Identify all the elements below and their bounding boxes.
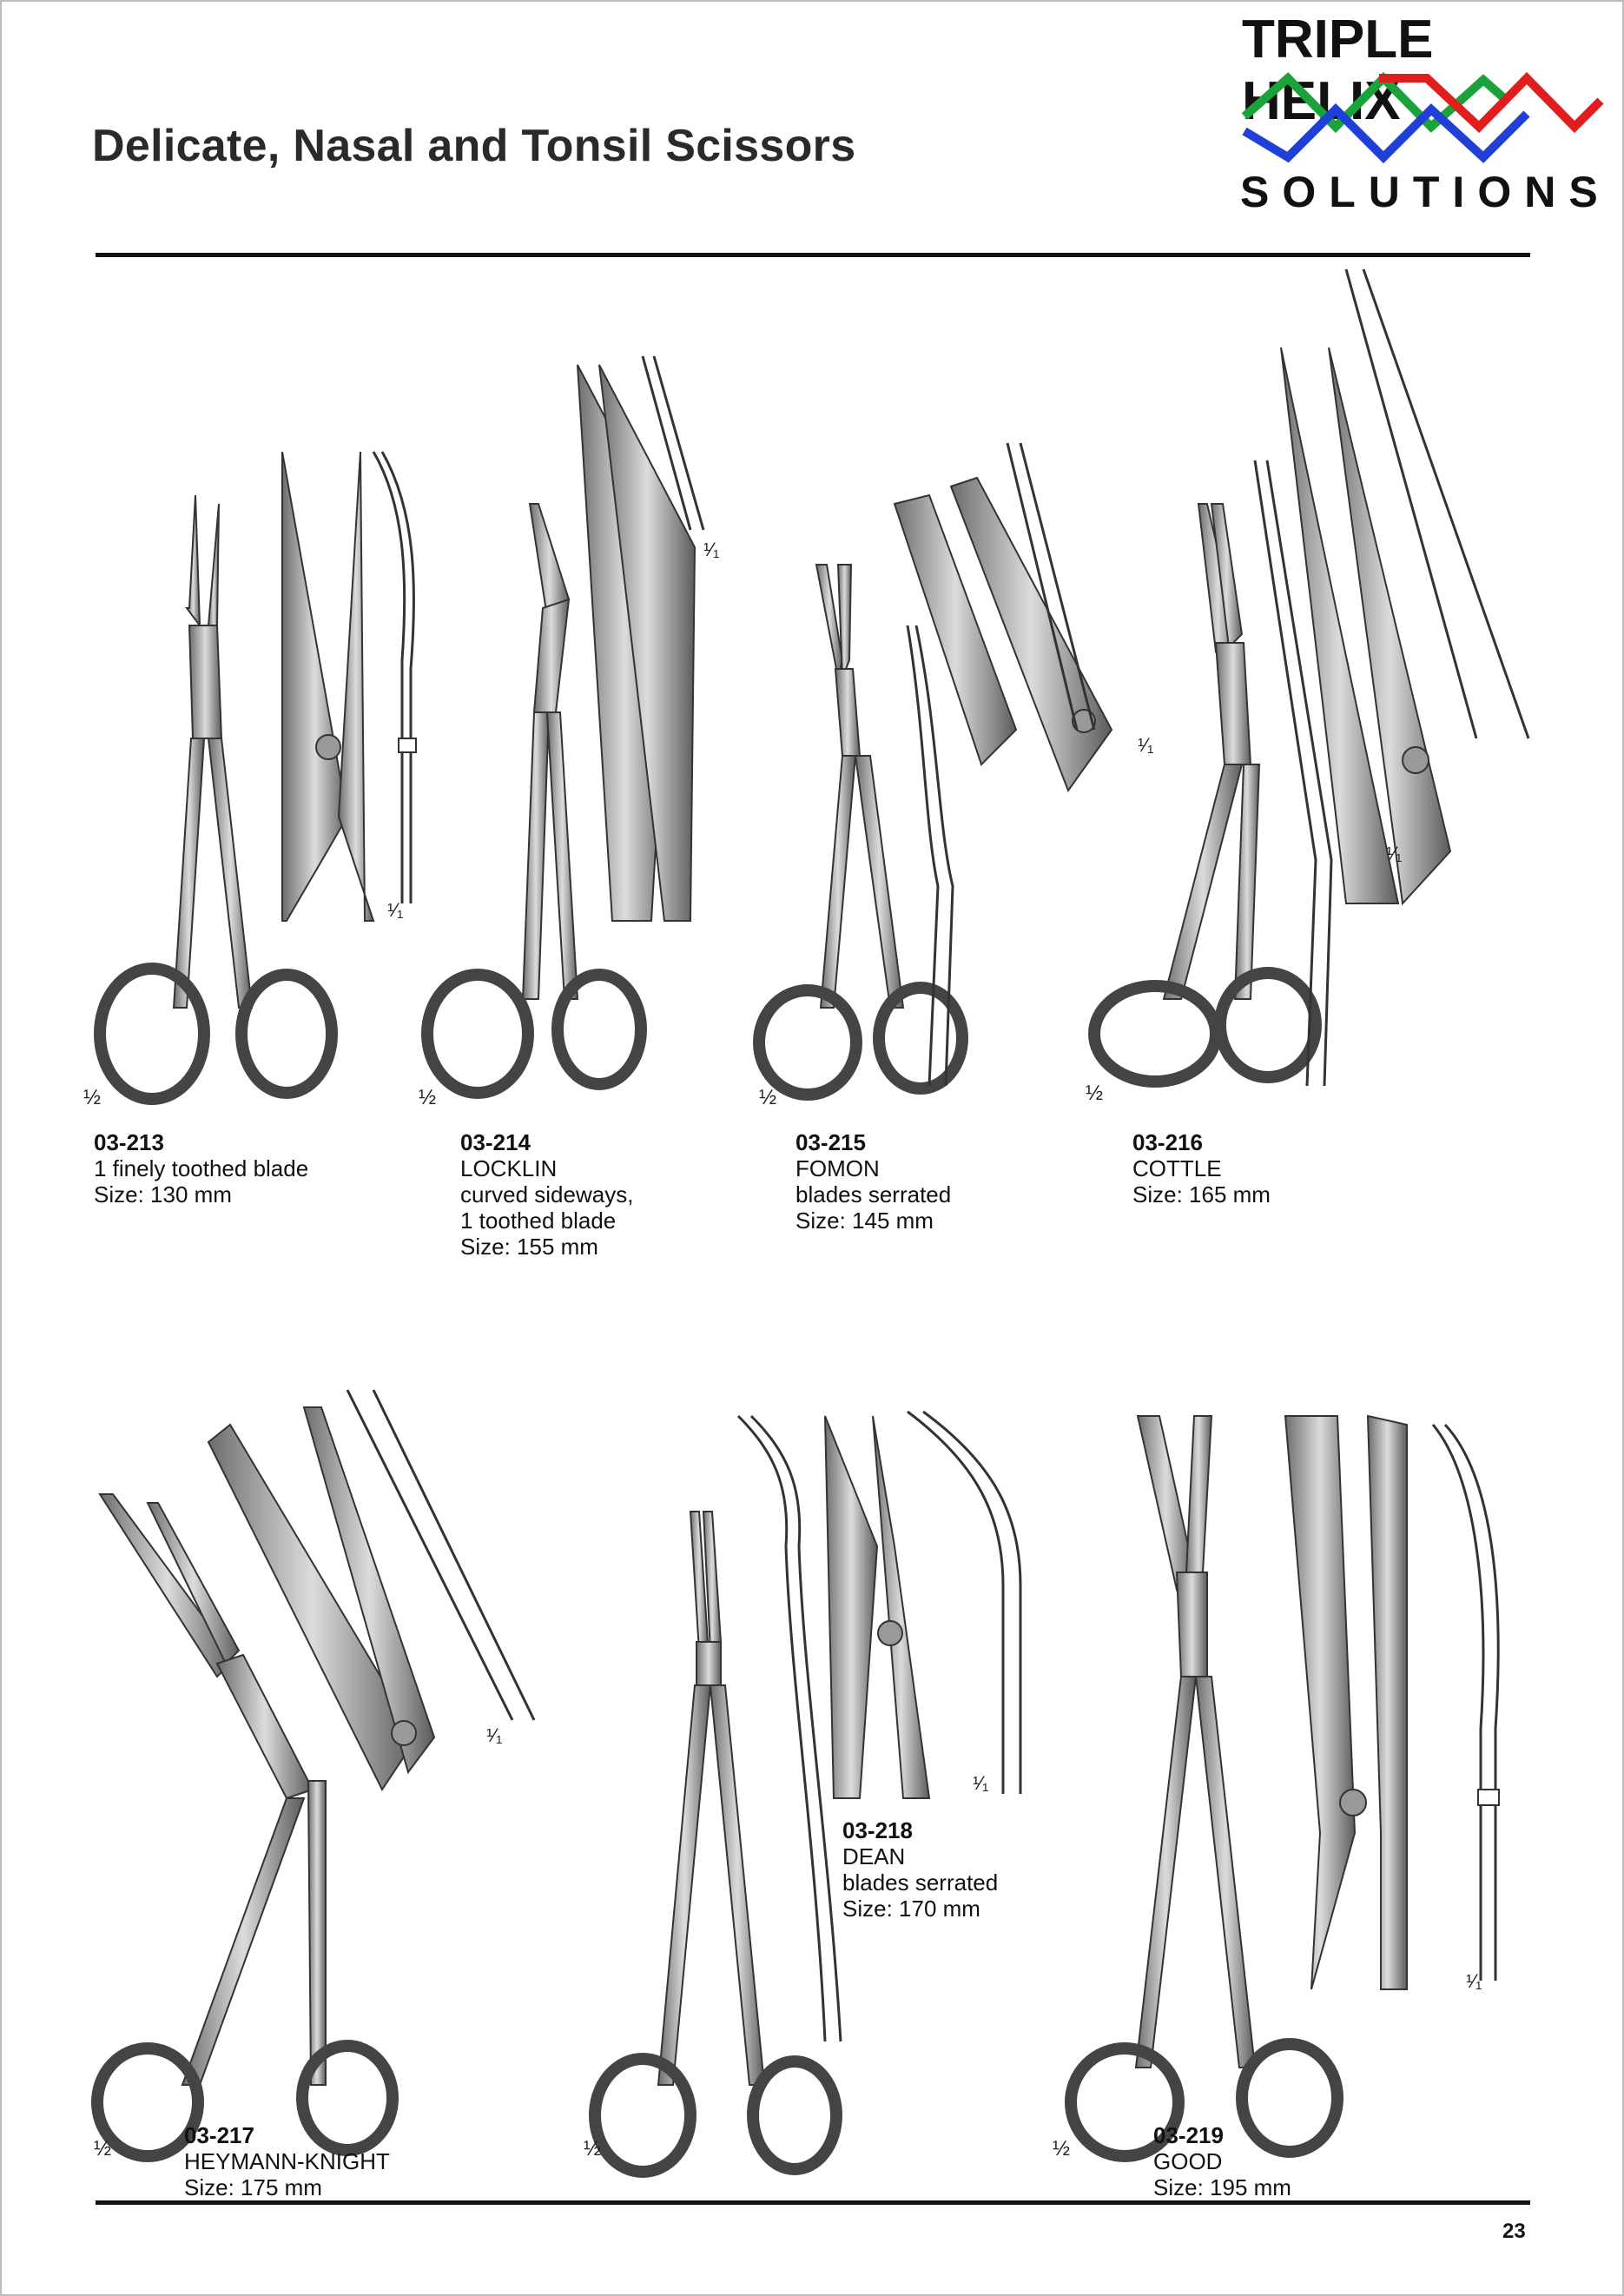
logo-line2: SOLUTIONS	[1240, 168, 1611, 216]
header-rule	[96, 253, 1530, 257]
scissors-03-213-illustration	[94, 494, 338, 1105]
scissors-03-216-detail	[1280, 347, 1452, 906]
detail-scale-label: ¹⁄₁	[973, 1772, 989, 1794]
product-name: LOCKLIN	[460, 1155, 558, 1181]
product-size: Size: 155 mm	[460, 1234, 598, 1260]
product-caption-03-215: 03-215 FOMON blades serrated Size: 145 m…	[795, 1129, 951, 1234]
footer-rule	[96, 2200, 1530, 2205]
product-caption-03-214: 03-214 LOCKLIN curved sideways, 1 toothe…	[460, 1129, 633, 1260]
detail-scale-label: ¹⁄₁	[486, 1724, 503, 1746]
scissors-03-216-profile	[1253, 460, 1333, 1087]
scissors-03-217-illustration	[91, 1493, 399, 2162]
product-caption-03-217: 03-217 HEYMANN-KNIGHT Size: 175 mm	[184, 2122, 390, 2200]
page-number: 23	[1502, 2220, 1526, 2243]
product-caption-03-218: 03-218 DEAN blades serrated Size: 170 mm	[842, 1817, 998, 1922]
scale-label: ½	[584, 2137, 602, 2160]
scissors-03-218-profile-detail	[907, 1410, 1022, 1794]
product-code: 03-216	[1132, 1129, 1203, 1155]
detail-scale-label: ¹⁄₁	[1386, 843, 1403, 864]
product-size: Size: 170 mm	[842, 1896, 980, 1922]
scissors-03-215-profile-detail	[1006, 442, 1096, 731]
product-size: Size: 130 mm	[94, 1181, 232, 1208]
scissors-03-219-illustration	[1065, 1415, 1343, 2162]
product-name: FOMON	[795, 1155, 880, 1181]
scissors-03-217-detail	[207, 1406, 436, 1791]
product-name: GOOD	[1153, 2148, 1223, 2174]
product-code: 03-218	[842, 1817, 913, 1843]
scissors-03-217-profile	[346, 1389, 536, 1721]
product-description: 1 finely toothed blade	[94, 1155, 309, 1181]
product-name: HEYMANN-KNIGHT	[184, 2148, 390, 2174]
scissors-03-216-illustration	[1088, 503, 1322, 1088]
product-code: 03-219	[1153, 2122, 1224, 2148]
product-code: 03-217	[184, 2122, 254, 2148]
product-size: Size: 145 mm	[795, 1208, 934, 1234]
product-size: Size: 195 mm	[1153, 2174, 1291, 2200]
product-name: COTTLE	[1132, 1155, 1222, 1181]
scale-label: ½	[83, 1086, 102, 1109]
product-caption-03-216: 03-216 COTTLE Size: 165 mm	[1132, 1129, 1271, 1208]
scissors-03-214-profile	[641, 355, 705, 531]
scale-label: ½	[759, 1086, 777, 1109]
scissors-03-214-detail	[577, 364, 696, 922]
scale-label: ½	[1053, 2137, 1071, 2160]
scissors-03-215-illustration	[753, 564, 968, 1101]
detail-scale-label: ¹⁄₁	[387, 899, 404, 921]
product-description: curved sideways,	[460, 1181, 634, 1208]
product-code: 03-215	[795, 1129, 866, 1155]
helix-logo-icon	[1241, 71, 1604, 164]
product-name: DEAN	[842, 1843, 906, 1869]
page-title: Delicate, Nasal and Tonsil Scissors	[92, 121, 856, 171]
detail-scale-label: ¹⁄₁	[1138, 734, 1154, 756]
product-code: 03-213	[94, 1129, 164, 1155]
product-caption-03-213: 03-213 1 finely toothed blade Size: 130 …	[94, 1129, 308, 1208]
detail-scale-label: ¹⁄₁	[703, 539, 720, 560]
product-size: Size: 165 mm	[1132, 1181, 1271, 1208]
product-caption-03-219: 03-219 GOOD Size: 195 mm	[1153, 2122, 1291, 2200]
company-logo: TRIPLE HELIX SOLUTIONS	[1225, 9, 1607, 217]
product-description: blades serrated	[795, 1181, 952, 1208]
scissors-03-219-detail	[1284, 1414, 1408, 1990]
scissors-03-218-profile	[736, 1414, 842, 2042]
scissors-03-216-profile-detail	[1344, 268, 1530, 739]
scissors-03-215-profile	[906, 625, 954, 1087]
scissors-03-219-profile	[1431, 1423, 1500, 1981]
scissors-03-213-profile	[372, 451, 417, 903]
detail-scale-label: ¹⁄₁	[1466, 1970, 1482, 1992]
product-code: 03-214	[460, 1129, 531, 1155]
scissors-03-218-illustration	[589, 1511, 842, 2178]
scissors-03-214-illustration	[421, 503, 647, 1099]
scissors-03-213-detail	[281, 451, 375, 922]
product-size: Size: 175 mm	[184, 2174, 322, 2200]
scale-label: ½	[94, 2137, 112, 2160]
scale-label: ½	[1086, 1082, 1104, 1105]
scissors-03-218-detail	[824, 1415, 931, 1799]
product-description: blades serrated	[842, 1869, 999, 1896]
product-description: 1 toothed blade	[460, 1208, 617, 1234]
scale-label: ½	[419, 1086, 437, 1109]
